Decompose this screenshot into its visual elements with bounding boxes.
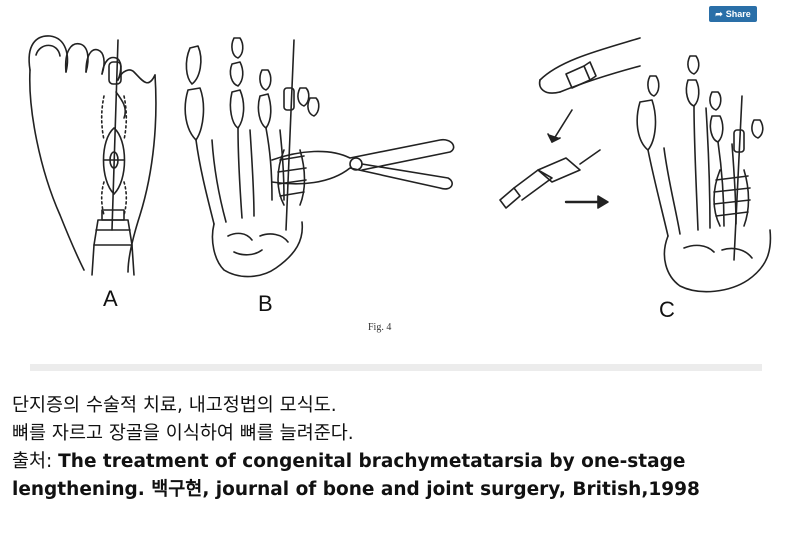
medical-illustration bbox=[28, 35, 772, 293]
panel-label-b: B bbox=[258, 291, 273, 316]
source-line: 출처: The treatment of congenital brachyme… bbox=[12, 448, 792, 476]
panel-c-illustration bbox=[499, 37, 772, 293]
figure-caption: Fig. 4 bbox=[368, 322, 392, 333]
panel-a-illustration bbox=[28, 35, 157, 276]
share-button[interactable]: ➦ Share bbox=[709, 6, 757, 22]
source-author: 백구현 bbox=[151, 479, 203, 500]
source-journal: , journal of bone and joint surgery, Bri… bbox=[202, 479, 700, 500]
panel-label-a: A bbox=[103, 286, 118, 311]
caption-line-1: 단지증의 수술적 치료, 내고정법의 모식도. bbox=[12, 395, 337, 416]
caption-line-2: 뼈를 자르고 장골을 이식하여 뼈를 늘려준다. bbox=[12, 423, 354, 444]
panel-label-c: C bbox=[659, 297, 675, 322]
source-title-part-1: The treatment of congenital brachymetata… bbox=[58, 451, 686, 472]
panel-b-illustration bbox=[184, 37, 455, 278]
source-line-2: lengthening. 백구현, journal of bone and jo… bbox=[12, 476, 792, 504]
source-title-part-2: lengthening. bbox=[12, 479, 152, 500]
share-arrow-icon: ➦ bbox=[715, 8, 723, 19]
share-button-label: Share bbox=[725, 9, 751, 19]
source-label: 출처: bbox=[12, 451, 59, 472]
divider bbox=[30, 364, 762, 371]
caption-block: 단지증의 수술적 치료, 내고정법의 모식도. 뼈를 자르고 장골을 이식하여 … bbox=[12, 392, 792, 504]
